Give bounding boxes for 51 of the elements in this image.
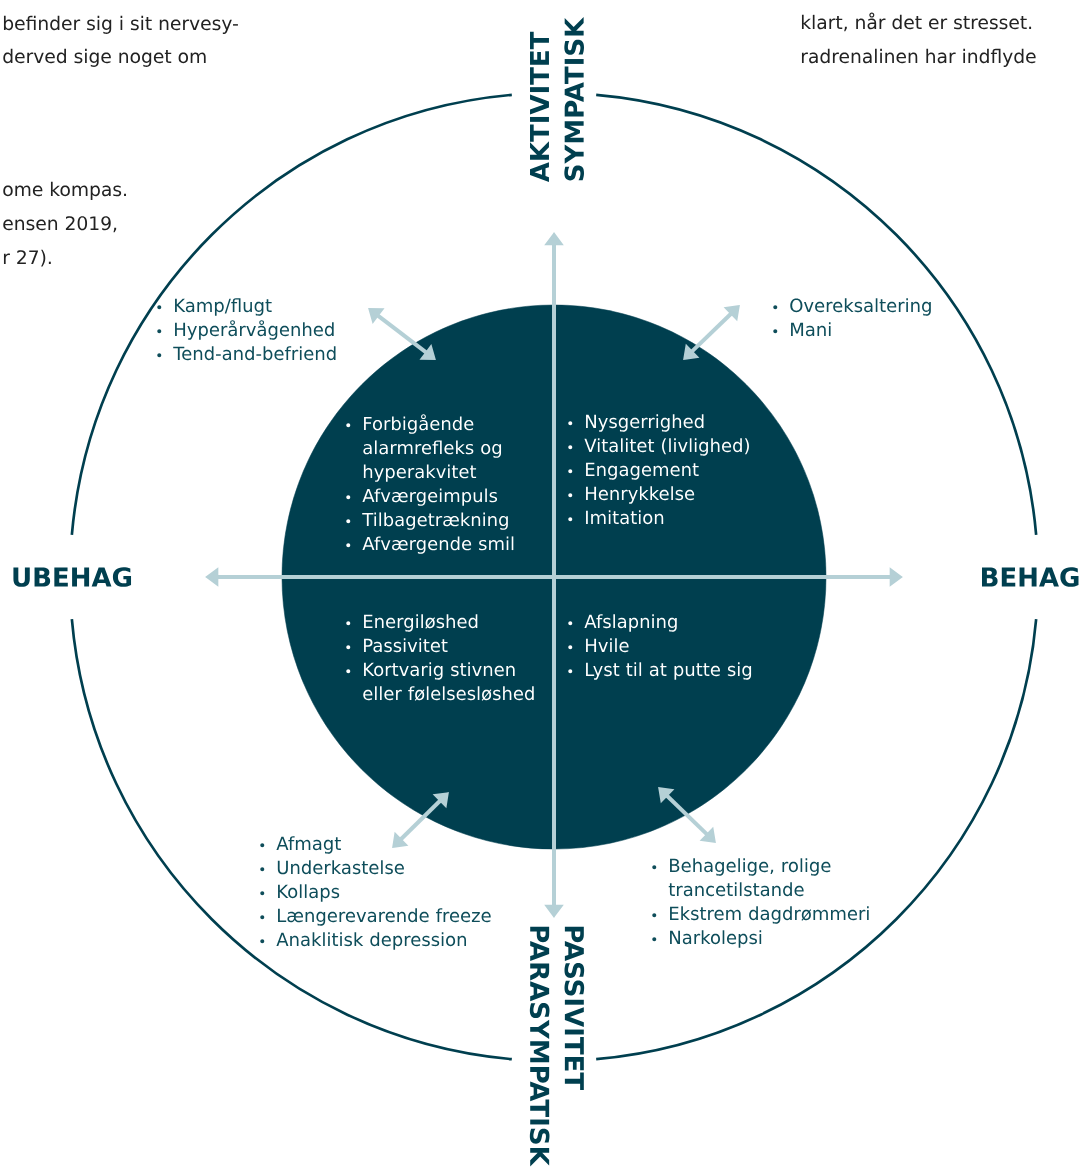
- body-text: ensen 2019,: [3, 216, 117, 233]
- node-label: Afværgeimpuls: [362, 488, 498, 506]
- node-label: Mani: [791, 322, 831, 337]
- node-label: Energiløshed: [364, 614, 478, 632]
- bullet-list: Energiløshed Passivitet Kortvarig stivnen eller følelsesløshed: [346, 614, 534, 701]
- double-arrow: [658, 787, 716, 843]
- double-arrow: [392, 792, 449, 848]
- node-label: Kortvarig stivnen eller følelsesløshed: [363, 662, 534, 701]
- node-label: Passivitet: [364, 638, 448, 653]
- double-arrow: [368, 308, 436, 360]
- node-label: Underkastelse: [277, 860, 404, 875]
- node-label: Henrykkelse: [586, 486, 695, 504]
- node-label: Imitation: [586, 510, 664, 525]
- axis-label: PASSIVITET PARASYMPATISK: [529, 926, 585, 1167]
- axis-label: AKTIVITET SYMPATISK: [530, 17, 584, 183]
- body-text: derved sige noget om: [3, 48, 206, 67]
- node-label: Vitalitet (livlighed): [584, 438, 749, 456]
- node-label: Anaklitisk depression: [276, 932, 466, 950]
- bullet-list: Kamp/flugt Hyperårvågenhed Tend-and-befriend: [157, 298, 336, 361]
- double-arrow: [683, 305, 740, 360]
- bullet-list: Behagelige, rolige trancetilstande Ekstrem dagdrømmeri Narkolepsi: [652, 858, 869, 948]
- node-label: Forbigående alarmrefleks og hyperakvitet: [363, 414, 502, 482]
- node-label: Hvile: [586, 638, 629, 653]
- node-label: Engagement: [586, 462, 699, 480]
- bullet-list: Overeksaltering Mani: [773, 298, 931, 337]
- node-label: Afværgende smil: [362, 536, 514, 554]
- body-text: ome kompas.: [3, 181, 126, 200]
- axis-label: BEHAG: [982, 567, 1079, 587]
- node-label: Nysgerrighed: [586, 414, 704, 432]
- node-label: Tilbagetrækning: [362, 512, 508, 530]
- bullet-list: Afmagt Underkastelse Kollaps Længerevarende freeze Anaklitisk depression: [260, 836, 491, 950]
- body-text: klart, når det er stresset.: [801, 12, 1032, 32]
- bullet-list: Nysgerrighed Vitalitet (livlighed) Engagement Henrykkelse Imitation: [568, 414, 749, 525]
- body-text: radrenalinen har indflyde: [801, 48, 1036, 67]
- node-label: Hyperårvågenhed: [175, 320, 334, 340]
- bullet-list: Afslapning Hvile Lyst til at putte sig: [568, 614, 752, 680]
- node-label: Længerevarende freeze: [278, 908, 491, 926]
- node-label: Afslapning: [584, 614, 677, 632]
- node-label: Tend-and-befriend: [173, 346, 336, 361]
- axis-label: UBEHAG: [13, 567, 132, 587]
- node-label: Lyst til at putte sig: [586, 662, 752, 680]
- node-label: Narkolepsi: [670, 930, 762, 948]
- node-label: Kamp/flugt: [175, 298, 272, 316]
- node-label: Afmagt: [276, 836, 341, 854]
- node-label: Overeksaltering: [790, 298, 931, 316]
- body-text: r 27).: [3, 249, 51, 267]
- body-text: befinder sig i sit nervesy-: [3, 15, 238, 34]
- node-label: Ekstrem dagdrømmeri: [670, 906, 869, 924]
- node-label: Behagelige, rolige trancetilstande: [668, 858, 831, 897]
- bullet-list: Forbigående alarmrefleks og hyperakvitet Afværgeimpuls Tilbagetrækning Afværgende smil: [346, 414, 514, 554]
- node-label: Kollaps: [278, 884, 340, 902]
